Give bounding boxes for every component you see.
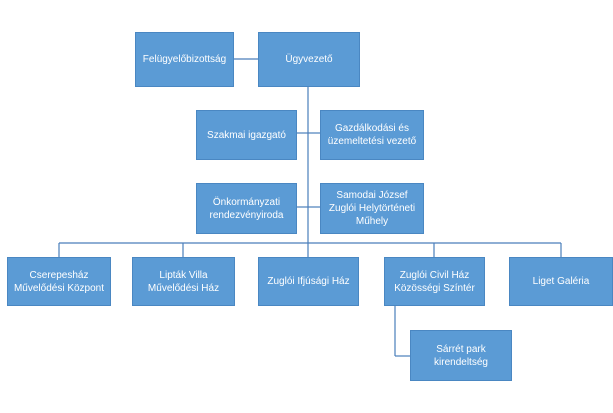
professional-director-box: Szakmai igazgató <box>196 110 297 160</box>
liptak-villa-box: Lipták Villa Művelődési Ház <box>132 257 235 306</box>
municipal-events-office-box: Önkormányzati rendezvényiroda <box>196 183 297 234</box>
cserepeshaz-box: Cserepesház Művelődési Központ <box>7 257 111 306</box>
ceo-box: Ügyvezető <box>258 32 360 87</box>
civil-house-box: Zuglói Civil Ház Közösségi Színtér <box>384 257 485 306</box>
local-history-workshop-box: Samodai József Zuglói Helytörténeti Műhe… <box>320 183 424 234</box>
supervisory-board-box: Felügyelőbizottság <box>135 32 234 87</box>
sarret-park-box: Sárrét park kirendeltség <box>410 330 512 381</box>
youth-house-box: Zuglói Ifjúsági Ház <box>258 257 359 306</box>
finance-operations-box: Gazdálkodási és üzemeltetési vezető <box>320 110 424 160</box>
liget-gallery-box: Liget Galéria <box>509 257 613 306</box>
